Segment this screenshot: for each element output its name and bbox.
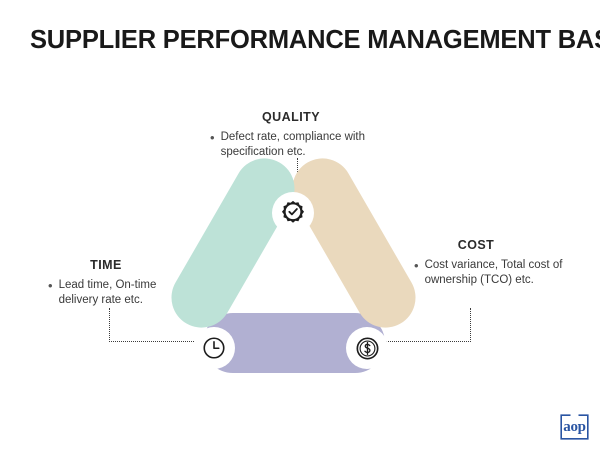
connector-time-horizontal: [109, 341, 202, 342]
connector-quality: [297, 158, 298, 180]
logo-frame-icon: [560, 414, 589, 440]
cost-vertex-badge: [346, 327, 388, 369]
connector-cost-vertical: [470, 308, 471, 342]
quality-vertex-badge: [272, 192, 314, 234]
bullet-marker-icon: •: [210, 130, 215, 145]
quality-bullet-text: Defect rate, compliance with specificati…: [220, 131, 366, 158]
pillar-block-cost: COST • Cost variance, Total cost of owne…: [408, 238, 578, 288]
check-badge-icon: [281, 200, 305, 223]
quality-bullet-row: • Defect rate, compliance with specifica…: [196, 130, 386, 160]
cost-bullet-text: Cost variance, Total cost of ownership (…: [424, 259, 563, 286]
triangle-graphic: [160, 147, 427, 390]
time-bullet-text: Lead time, On-time delivery rate etc.: [58, 279, 157, 306]
dollar-coin-icon: [356, 337, 378, 359]
pillar-block-time: TIME • Lead time, On-time delivery rate …: [26, 258, 186, 308]
time-vertex-badge: [193, 327, 235, 369]
cost-bullet-row: • Cost variance, Total cost of ownership…: [408, 258, 578, 288]
aop-logo: aop: [560, 414, 589, 440]
triangle-bar-time: [160, 147, 306, 339]
pillar-block-quality: QUALITY • Defect rate, compliance with s…: [196, 110, 386, 160]
quality-heading: QUALITY: [261, 110, 320, 124]
clock-icon: [203, 337, 225, 359]
bullet-marker-icon: •: [48, 278, 53, 293]
page-title: SUPPLIER PERFORMANCE MANAGEMENT BASICS: [30, 26, 600, 54]
time-bullet-row: • Lead time, On-time delivery rate etc.: [26, 278, 186, 308]
time-heading: TIME: [90, 258, 122, 272]
bullet-marker-icon: •: [414, 258, 419, 273]
triangle-bar-quality: [281, 147, 427, 339]
connector-time-vertical: [109, 308, 110, 342]
connector-cost-horizontal: [382, 341, 471, 342]
cost-heading: COST: [457, 238, 495, 252]
logo-text: aop: [563, 419, 586, 435]
